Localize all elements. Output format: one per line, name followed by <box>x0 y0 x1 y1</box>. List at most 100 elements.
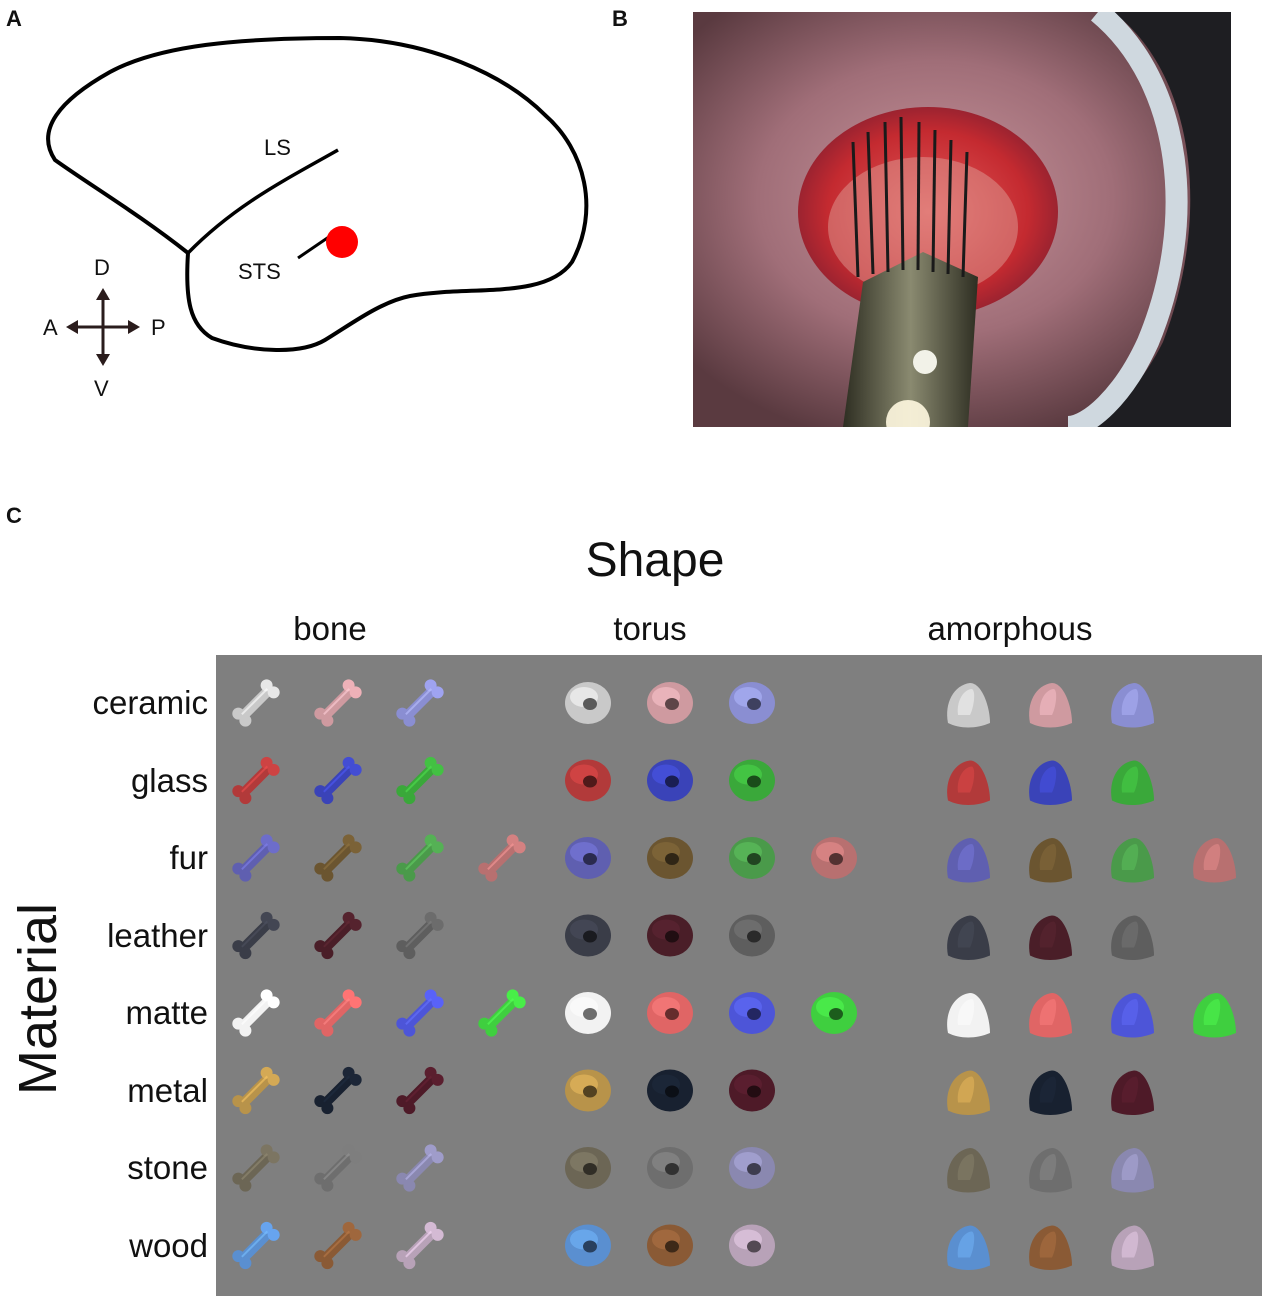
stimulus-glass-amorphous-3 <box>1111 760 1154 805</box>
stimulus-wood-torus-3 <box>729 1224 775 1267</box>
stimulus-stone-torus-3 <box>729 1147 775 1189</box>
recording-site-marker <box>326 226 358 258</box>
stimulus-matte-bone-4 <box>478 989 526 1037</box>
stimulus-wood-amorphous-2 <box>1029 1225 1072 1270</box>
stimulus-fur-amorphous-3 <box>1111 838 1154 883</box>
grid-title: Shape <box>585 534 725 587</box>
stimulus-glass-amorphous-2 <box>1029 760 1072 805</box>
stimulus-ceramic-torus-1 <box>565 682 611 724</box>
stimulus-matte-amorphous-1 <box>947 993 990 1038</box>
row-label-matte: matte <box>125 994 208 1031</box>
stimulus-fur-torus-1 <box>565 837 611 879</box>
surgical-photo <box>693 12 1231 427</box>
stimulus-wood-bone-2 <box>314 1221 362 1270</box>
stimulus-ceramic-bone-1 <box>232 679 280 727</box>
panel-label-c: C <box>6 503 22 528</box>
stimulus-glass-torus-1 <box>565 759 611 802</box>
stimulus-wood-bone-1 <box>232 1221 280 1270</box>
stimulus-matte-amorphous-4 <box>1193 993 1236 1038</box>
stimulus-wood-torus-2 <box>647 1224 693 1267</box>
stimulus-fur-amorphous-4 <box>1193 838 1236 883</box>
stimulus-wood-amorphous-3 <box>1111 1225 1154 1270</box>
row-label-metal: metal <box>127 1071 208 1109</box>
stimulus-metal-amorphous-2 <box>1029 1070 1072 1115</box>
stimulus-matte-torus-3 <box>729 992 775 1034</box>
label-dorsal: D <box>94 255 110 280</box>
stimulus-fur-bone-4 <box>478 834 526 882</box>
brain-diagram: LS STS D V A P <box>43 35 589 401</box>
stimulus-matte-bone-3 <box>396 989 444 1037</box>
label-sts: STS <box>238 259 281 284</box>
stimulus-fur-amorphous-1 <box>947 838 990 883</box>
row-label-stone: stone <box>127 1149 208 1186</box>
stimulus-metal-torus-2 <box>647 1069 693 1112</box>
row-label-glass: glass <box>130 761 208 799</box>
label-ls: LS <box>264 135 291 160</box>
stimulus-metal-bone-1 <box>232 1066 280 1115</box>
column-header-torus: torus <box>613 610 687 647</box>
stimulus-stone-bone-3 <box>396 1144 444 1192</box>
stimulus-fur-bone-1 <box>232 834 280 882</box>
stimulus-glass-torus-3 <box>729 759 775 802</box>
stimulus-stone-amorphous-3 <box>1111 1148 1154 1193</box>
stimulus-matte-torus-4 <box>811 992 857 1034</box>
stimulus-grid <box>216 655 1262 1296</box>
stimulus-fur-amorphous-2 <box>1029 838 1072 883</box>
stimulus-metal-torus-3 <box>729 1069 775 1112</box>
label-anterior: A <box>43 315 58 340</box>
stimulus-leather-bone-3 <box>396 911 444 960</box>
stimulus-leather-torus-2 <box>647 914 693 957</box>
stimulus-matte-amorphous-2 <box>1029 993 1072 1038</box>
stimulus-ceramic-amorphous-2 <box>1029 683 1072 728</box>
row-label-wood: wood <box>129 1226 208 1264</box>
column-header-bone: bone <box>293 610 367 647</box>
stimulus-ceramic-amorphous-3 <box>1111 683 1154 728</box>
stimulus-glass-amorphous-1 <box>947 760 990 805</box>
direction-arrows <box>66 288 140 366</box>
stimulus-fur-bone-2 <box>314 834 362 882</box>
stimulus-matte-amorphous-3 <box>1111 993 1154 1038</box>
column-header-amorphous: amorphous <box>927 610 1093 647</box>
stimulus-fur-torus-3 <box>729 837 775 879</box>
stimulus-glass-torus-2 <box>647 759 693 802</box>
stimulus-stone-torus-2 <box>647 1147 693 1189</box>
lateral-sulcus-line <box>186 148 339 255</box>
stimulus-wood-bone-3 <box>396 1221 444 1270</box>
stimulus-stone-amorphous-1 <box>947 1148 990 1193</box>
stimulus-stone-amorphous-2 <box>1029 1148 1072 1193</box>
stimulus-fur-torus-4 <box>811 837 857 879</box>
stimulus-glass-bone-1 <box>232 756 280 805</box>
panel-label-a: A <box>6 6 22 31</box>
stimulus-matte-torus-1 <box>565 992 611 1034</box>
stimulus-ceramic-bone-2 <box>314 679 362 727</box>
stimulus-wood-amorphous-1 <box>947 1225 990 1270</box>
stimulus-metal-bone-2 <box>314 1066 362 1115</box>
stimulus-glass-bone-2 <box>314 756 362 805</box>
stimulus-ceramic-bone-3 <box>396 679 444 727</box>
stimulus-fur-torus-2 <box>647 837 693 879</box>
stimulus-leather-bone-2 <box>314 911 362 960</box>
stimulus-leather-amorphous-2 <box>1029 915 1072 960</box>
stimulus-leather-amorphous-1 <box>947 915 990 960</box>
stimulus-ceramic-torus-3 <box>729 682 775 724</box>
stimulus-matte-bone-1 <box>232 989 280 1037</box>
stimulus-wood-torus-1 <box>565 1224 611 1267</box>
stimulus-stone-bone-1 <box>232 1144 280 1192</box>
row-label-fur: fur <box>169 839 208 876</box>
stimulus-stone-torus-1 <box>565 1147 611 1189</box>
stimulus-metal-amorphous-1 <box>947 1070 990 1115</box>
stimulus-matte-torus-2 <box>647 992 693 1034</box>
row-label-leather: leather <box>107 916 208 954</box>
stimulus-stone-bone-2 <box>314 1144 362 1192</box>
stimulus-glass-bone-3 <box>396 756 444 805</box>
stimulus-metal-bone-3 <box>396 1066 444 1115</box>
stimulus-leather-bone-1 <box>232 911 280 960</box>
stimulus-metal-amorphous-3 <box>1111 1070 1154 1115</box>
stimulus-leather-torus-1 <box>565 914 611 957</box>
stimulus-grid-svg <box>232 679 1236 1270</box>
stimulus-fur-bone-3 <box>396 834 444 882</box>
stimulus-matte-bone-2 <box>314 989 362 1037</box>
row-label-ceramic: ceramic <box>92 684 208 721</box>
stimulus-leather-amorphous-3 <box>1111 915 1154 960</box>
stimulus-metal-torus-1 <box>565 1069 611 1112</box>
